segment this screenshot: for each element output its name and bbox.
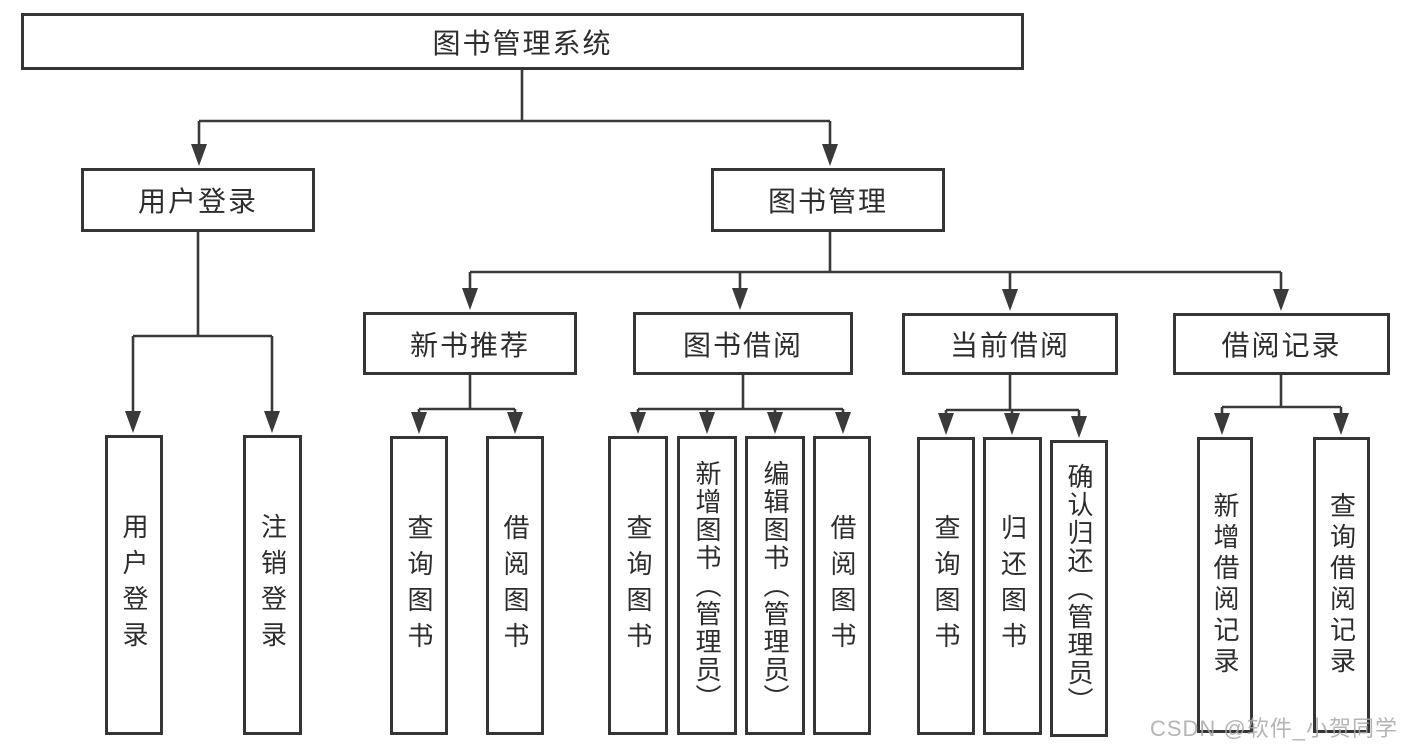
leaf-edit-book-admin: 编辑图书（管理员） (745, 436, 805, 735)
node-borrow-records-label: 借阅记录 (1221, 330, 1342, 361)
leaf-confirm-return-admin-label: 确认归还（管理员） (1064, 462, 1094, 715)
node-user-login: 用户登录 (81, 168, 315, 232)
leaf-return-book: 归还图书 (983, 437, 1042, 735)
leaf-add-borrow-record: 新增借阅记录 (1197, 437, 1253, 733)
leaf-confirm-return-admin: 确认归还（管理员） (1050, 440, 1108, 737)
leaf-query-book-3-label: 查询图书 (931, 514, 961, 658)
node-root: 图书管理系统 (21, 13, 1024, 70)
leaf-query-book-2-label: 查询图书 (623, 513, 653, 658)
leaf-logout-label: 注销登录 (257, 513, 288, 657)
node-new-book-recommend: 新书推荐 (363, 312, 577, 375)
leaf-edit-book-admin-label: 编辑图书（管理员） (760, 459, 790, 712)
leaf-return-book-label: 归还图书 (997, 514, 1028, 658)
node-book-borrow: 图书借阅 (633, 312, 853, 375)
leaf-query-book-1: 查询图书 (390, 436, 448, 735)
node-book-management: 图书管理 (711, 168, 945, 232)
leaf-query-borrow-record-label: 查询借阅记录 (1326, 492, 1357, 678)
leaf-query-borrow-record: 查询借阅记录 (1313, 437, 1370, 733)
node-current-borrow-label: 当前借阅 (949, 330, 1070, 361)
leaf-add-book-admin-label: 新增图书（管理员） (692, 459, 722, 712)
leaf-add-book-admin: 新增图书（管理员） (677, 436, 737, 735)
node-user-login-label: 用户登录 (137, 186, 258, 217)
leaf-logout: 注销登录 (243, 435, 302, 735)
node-root-label: 图书管理系统 (432, 27, 613, 59)
leaf-borrow-book-2: 借阅图书 (813, 436, 871, 735)
leaf-borrow-book-2-label: 借阅图书 (827, 513, 857, 658)
node-borrow-records: 借阅记录 (1173, 313, 1390, 375)
arrowhead-icons (125, 144, 1349, 438)
node-current-borrow: 当前借阅 (902, 313, 1118, 375)
leaf-add-borrow-record-label: 新增借阅记录 (1210, 492, 1240, 678)
leaf-user-login: 用户登录 (105, 435, 163, 735)
leaf-query-book-3: 查询图书 (917, 437, 975, 735)
leaf-query-book-2: 查询图书 (608, 436, 668, 735)
leaf-borrow-book-1: 借阅图书 (486, 436, 544, 735)
node-book-management-label: 图书管理 (767, 186, 888, 217)
csdn-watermark: CSDN @软件_小贺同学 (1149, 716, 1398, 741)
node-new-book-recommend-label: 新书推荐 (409, 329, 530, 361)
node-book-borrow-label: 图书借阅 (682, 329, 803, 361)
leaf-user-login-label: 用户登录 (119, 513, 149, 657)
leaf-query-book-1-label: 查询图书 (404, 513, 434, 658)
leaf-borrow-book-1-label: 借阅图书 (500, 513, 530, 658)
